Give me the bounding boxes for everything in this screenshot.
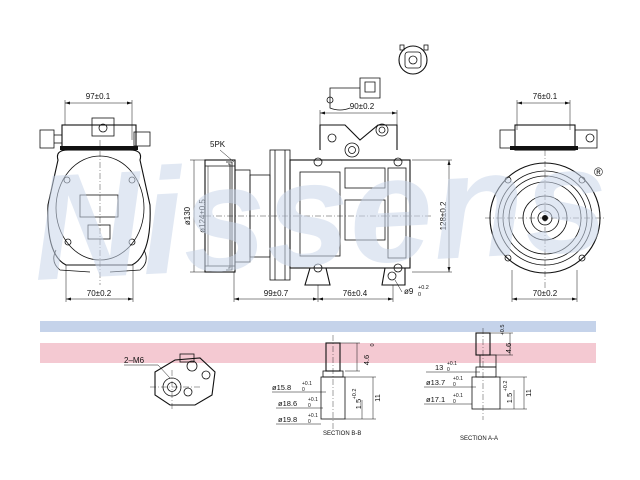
dim-left-bottom-width: 70±0.2 <box>87 289 112 298</box>
section-b: 4.6 0 11 1.5 +0.2 ø15.8 +0.1 0 ø18.6 +0.… <box>272 335 382 437</box>
section-a-d1-tol-u: +0.1 <box>447 361 457 367</box>
section-a-h1: 4.6 <box>504 343 513 353</box>
section-b-h2-tol: +0.2 <box>352 389 358 400</box>
watermark-text: Nissens <box>28 114 611 312</box>
section-a-d2-tol-u: +0.1 <box>453 376 463 382</box>
pink-band <box>40 343 596 363</box>
dim-hole-tol-lower: 0 <box>418 292 421 298</box>
section-b-d3-tol-u: +0.1 <box>308 413 318 419</box>
section-a-title: SECTION A-A <box>460 436 498 442</box>
section-b-d1: ø15.8 <box>272 383 291 392</box>
section-b-d1-tol-u: +0.1 <box>302 381 312 387</box>
section-a-d3: ø17.1 <box>426 395 445 404</box>
center-front-view: 90±0.2 5PK ø130 ø124±0.5 <box>183 44 452 302</box>
left-side-view: 97±0.1 70±0.2 <box>39 92 151 302</box>
dim-height-right: 128±0.2 <box>439 201 448 230</box>
section-a-d2: ø13.7 <box>426 378 445 387</box>
section-b-d3: ø19.8 <box>278 415 297 424</box>
dim-mount-span: 90±0.2 <box>350 102 375 111</box>
section-a-d1: 13 <box>435 363 443 372</box>
section-b-h3: 11 <box>373 394 382 402</box>
section-b-d2-tol-u: +0.1 <box>308 397 318 403</box>
section-a-h3: 11 <box>524 389 533 397</box>
blue-band <box>40 321 596 332</box>
dim-rear-length: 76±0.4 <box>343 289 368 298</box>
dim-pulley-groove: ø124±0.5 <box>198 199 207 233</box>
section-b-h2: 1.5 <box>354 399 363 409</box>
section-a-h2: 1.5 <box>505 393 514 403</box>
fitting-detail: 2–M6 <box>124 353 216 410</box>
dim-right-top-width: 76±0.1 <box>533 92 558 101</box>
dim-right-bottom-width: 70±0.2 <box>533 289 558 298</box>
right-side-view: 76±0.1 70±0.2 <box>485 92 605 302</box>
section-b-title: SECTION B-B <box>323 431 361 437</box>
section-a-d3-tol-l: 0 <box>453 399 456 405</box>
dim-hole-dia: ø9 <box>404 287 414 296</box>
dim-left-top-width: 97±0.1 <box>86 92 111 101</box>
watermark-trademark: ® <box>594 165 603 179</box>
dim-front-length: 99±0.7 <box>264 289 289 298</box>
dim-hole-tol-upper: +0.2 <box>418 285 429 291</box>
section-b-h1-tol: 0 <box>370 343 376 346</box>
section-a-d2-tol-l: 0 <box>453 382 456 388</box>
section-b-d2: ø18.6 <box>278 399 297 408</box>
belt-label: 5PK <box>210 140 226 149</box>
section-b-d3-tol-l: 0 <box>308 419 311 425</box>
section-a-d3-tol-u: +0.1 <box>453 393 463 399</box>
section-a: 4.6 +0.5 11 1.5 +0.2 13 +0.1 0 ø13.7 +0.… <box>424 325 533 442</box>
section-a-d1-tol-l: 0 <box>447 367 450 373</box>
section-b-d2-tol-l: 0 <box>308 403 311 409</box>
fitting-label: 2–M6 <box>124 356 145 365</box>
section-a-h1-tol: +0.5 <box>500 325 506 336</box>
section-b-d1-tol-l: 0 <box>302 387 305 393</box>
section-a-h2-tol: +0.2 <box>503 381 509 392</box>
dim-pulley-outer: ø130 <box>183 206 192 225</box>
section-b-h1: 4.6 <box>362 355 371 365</box>
